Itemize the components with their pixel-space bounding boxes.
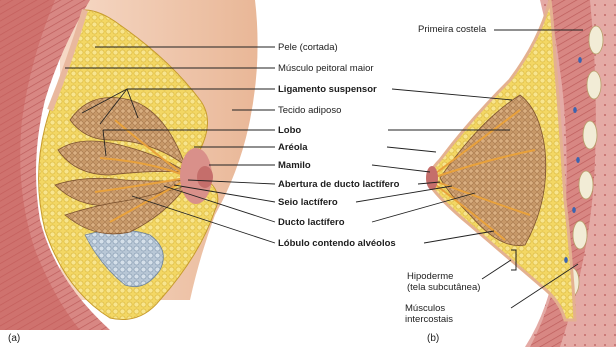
label-abertura: Abertura de ducto lactífero (278, 179, 399, 190)
label-musculos-2: intercostais (405, 314, 453, 325)
label-adiposo: Tecido adiposo (278, 105, 341, 116)
label-areola: Aréola (278, 142, 308, 153)
label-ducto: Ducto lactífero (278, 217, 345, 228)
label-ligamento: Ligamento suspensor (278, 84, 377, 95)
label-pele: Pele (cortada) (278, 42, 338, 53)
leader-mamilo-b (372, 165, 430, 172)
label-musculos-1: Músculos (405, 303, 445, 314)
label-hipoderme-1: Hipoderme (407, 271, 453, 282)
label-hipoderme-2: (tela subcutânea) (407, 282, 480, 293)
label-costela: Primeira costela (418, 24, 486, 35)
leader-areola-b (387, 147, 436, 152)
label-seio: Seio lactífero (278, 197, 338, 208)
nipple (197, 166, 213, 188)
nipple-b (426, 166, 438, 190)
panel-b-letter: (b) (427, 333, 439, 344)
label-lobulo: Lóbulo contendo alvéolos (278, 238, 396, 249)
label-lobo: Lobo (278, 125, 301, 136)
label-mamilo: Mamilo (278, 160, 311, 171)
panel-a-letter: (a) (8, 333, 20, 344)
leader-hipoderme (482, 260, 511, 279)
label-peitoral: Músculo peitoral maior (278, 63, 374, 74)
panel-b-illustration (426, 0, 616, 347)
